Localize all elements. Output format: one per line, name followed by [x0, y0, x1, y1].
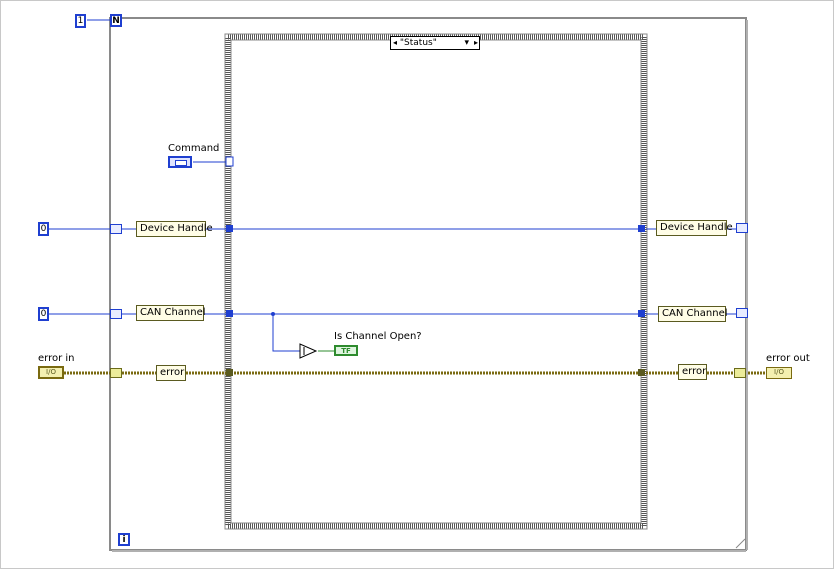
loop-count-terminal: N	[110, 14, 122, 27]
case-tunnel-error-out	[638, 369, 645, 376]
case-selector[interactable]: ◂ "Status" ▾ ▸	[390, 36, 480, 50]
can-channel-bundle-out[interactable]: CAN Channel	[658, 306, 728, 322]
can-channel-branch-wire	[272, 314, 300, 352]
case-prev-icon[interactable]: ◂	[393, 38, 398, 47]
device-handle-bundle-out[interactable]: Device Handle	[656, 220, 733, 236]
enum-icon	[175, 160, 187, 166]
can-channel-bundle-in[interactable]: CAN Channel	[136, 305, 206, 321]
case-tunnel-can-out	[638, 310, 645, 317]
case-selector-terminal	[225, 156, 234, 167]
case-structure-border	[225, 34, 647, 529]
shift-register-can-right	[736, 308, 748, 318]
shift-register-error-right	[734, 368, 746, 378]
shift-register-error-left	[110, 368, 122, 378]
case-tunnel-can-in	[226, 310, 233, 317]
case-tunnel-device-in	[226, 225, 233, 232]
resize-corner	[735, 538, 746, 549]
error-bundle-in[interactable]: error	[156, 365, 186, 381]
command-label: Command	[168, 143, 220, 154]
error-in-label: error in	[38, 353, 75, 364]
loop-iteration-terminal: i	[118, 533, 130, 546]
device-handle-bundle-in[interactable]: Device Handle	[136, 221, 213, 237]
case-next-icon[interactable]: ▸	[473, 38, 478, 47]
case-selector-value: "Status"	[399, 38, 437, 48]
is-channel-open-label: Is Channel Open?	[334, 331, 422, 342]
case-structure-inner	[230, 39, 642, 524]
error-out-label: error out	[766, 353, 810, 364]
command-control[interactable]	[168, 156, 192, 168]
can-channel-constant[interactable]: 0	[38, 307, 49, 321]
error-bundle-out[interactable]: error	[678, 364, 707, 380]
loop-count-constant[interactable]: 1	[75, 14, 86, 28]
shift-register-can-left	[110, 309, 122, 319]
is-channel-open-indicator[interactable]: TF	[334, 345, 358, 356]
shift-register-device-left	[110, 224, 122, 234]
case-structure-outer	[224, 33, 648, 530]
case-tunnel-device-out	[638, 225, 645, 232]
shift-register-device-right	[736, 223, 748, 233]
case-tunnel-error-in	[226, 369, 233, 376]
for-loop-border	[109, 17, 747, 551]
error-in-control[interactable]: I/O	[38, 366, 64, 379]
device-handle-constant[interactable]: 0	[38, 222, 49, 236]
not-equal-zero-node	[299, 343, 318, 359]
error-out-indicator[interactable]: I/O	[766, 367, 792, 379]
case-dropdown-icon[interactable]: ▾	[464, 38, 469, 48]
